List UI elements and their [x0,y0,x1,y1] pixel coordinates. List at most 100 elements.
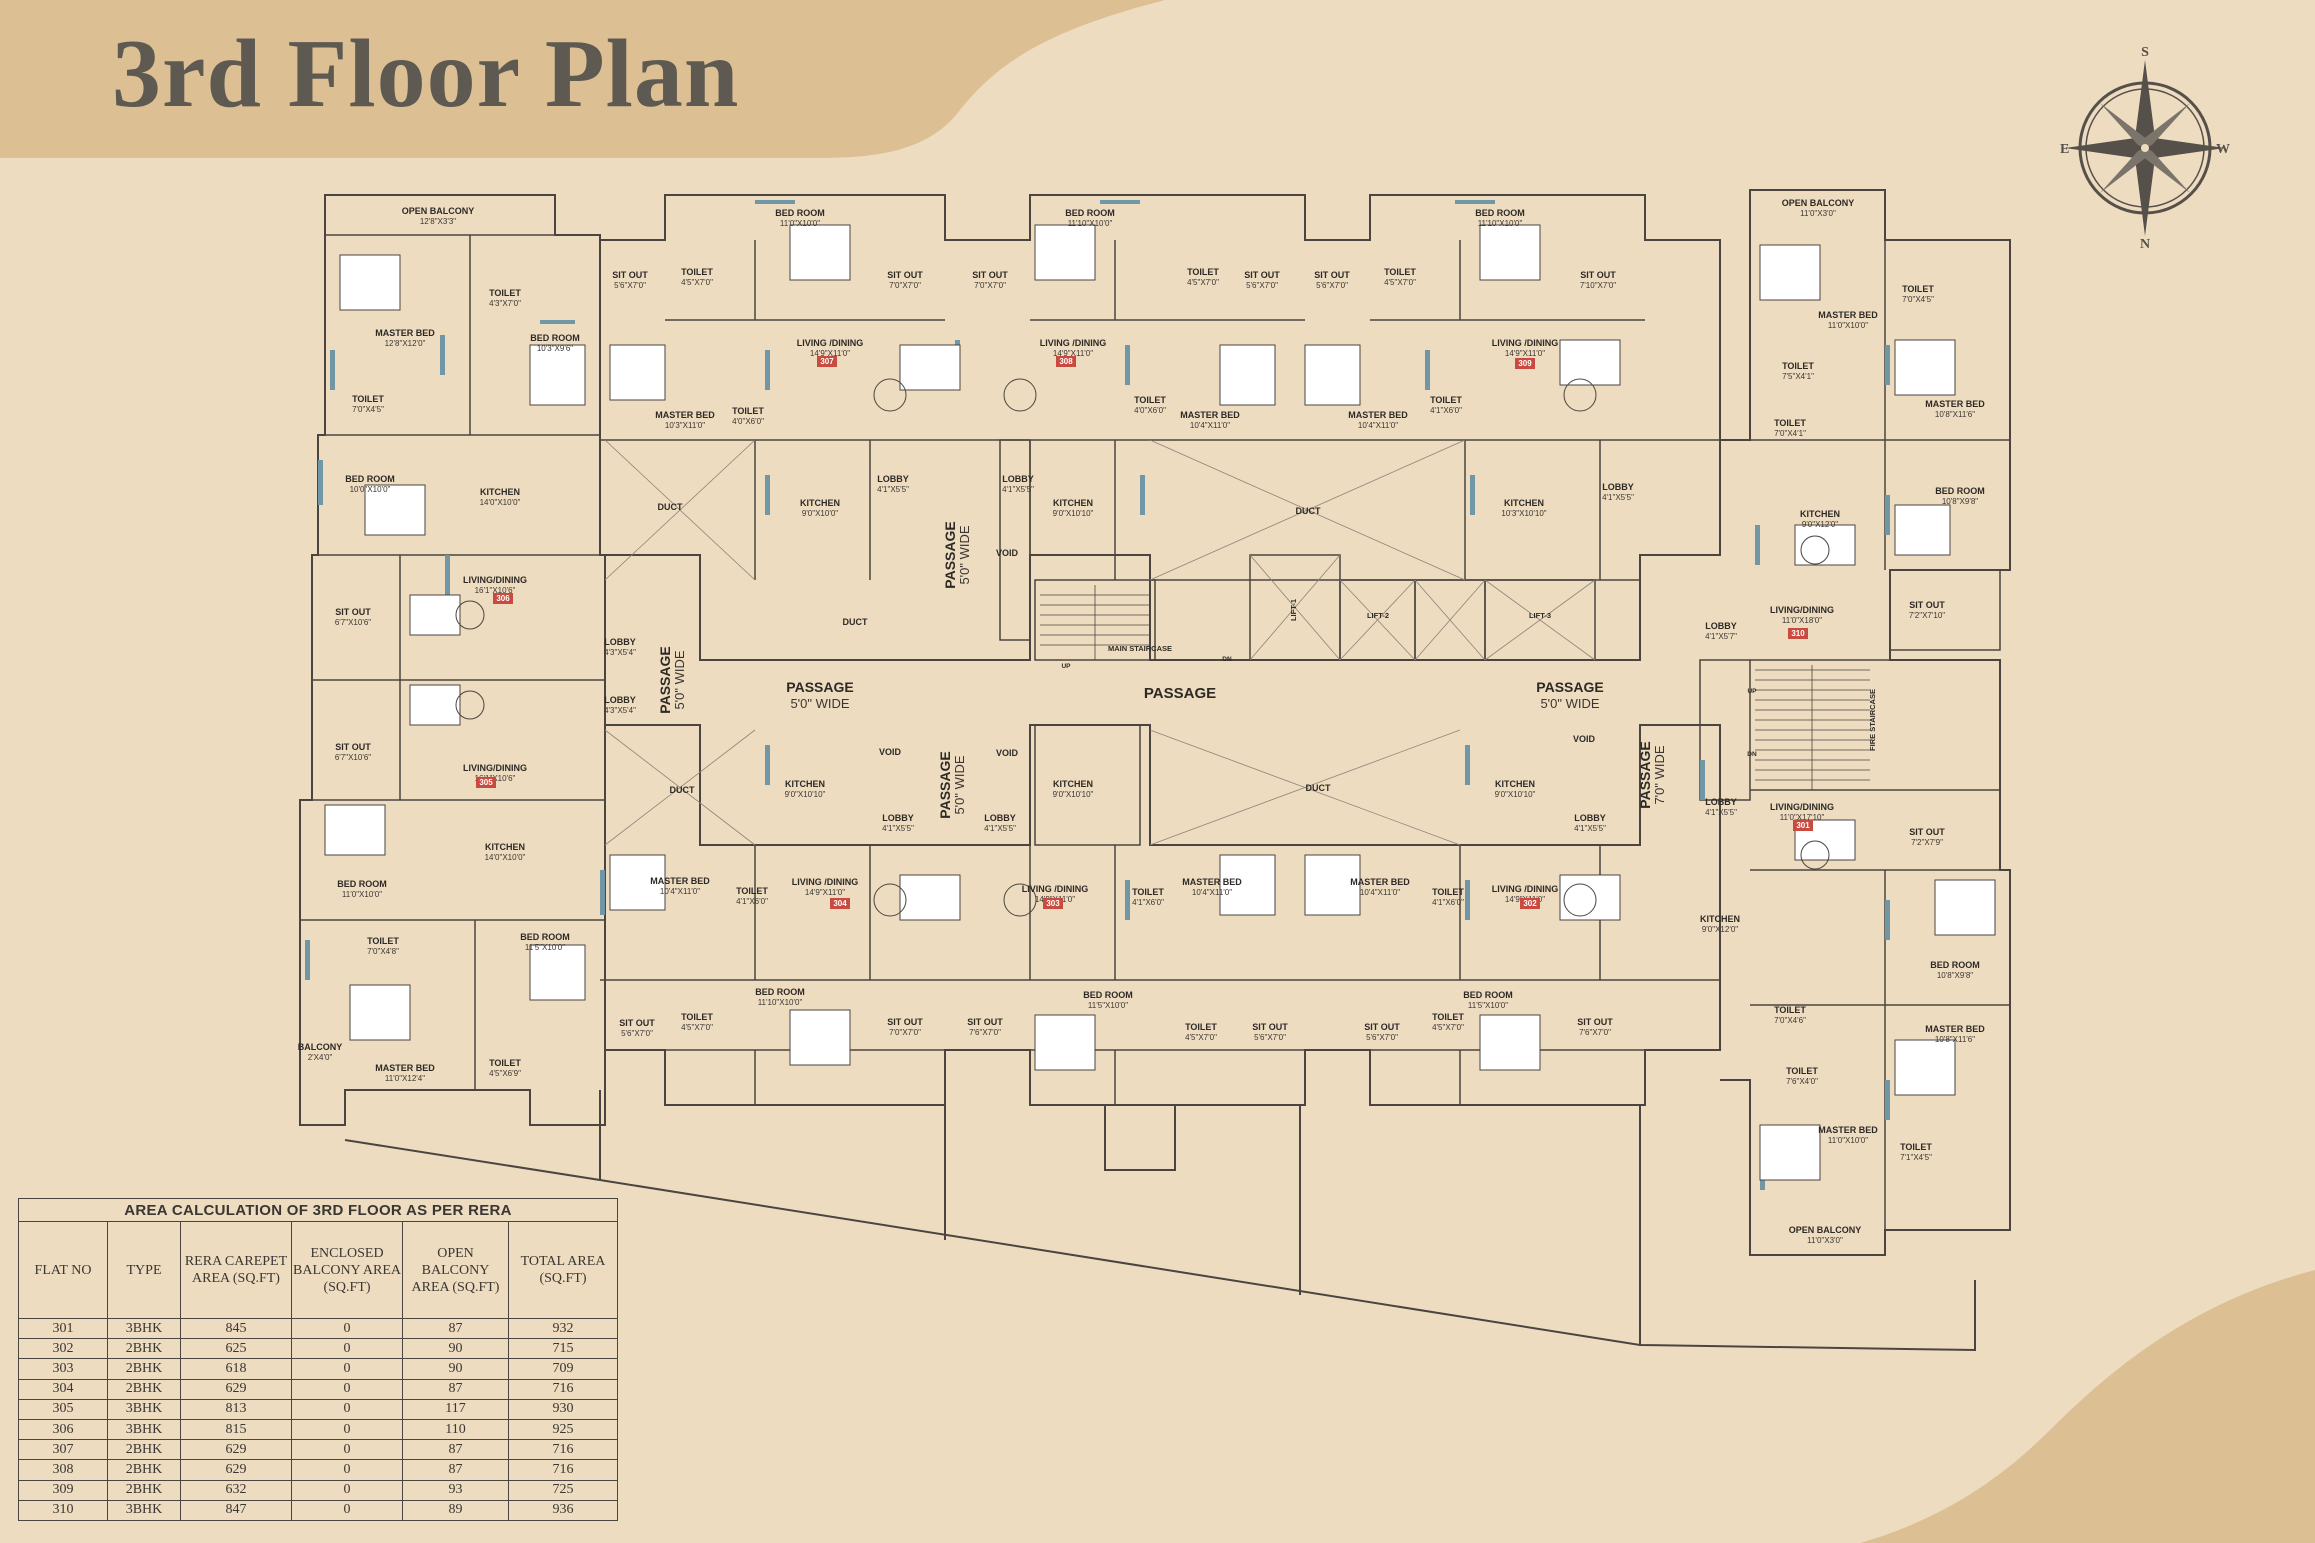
room-name: LOBBY [1002,474,1034,484]
room-size: 4'0"X6'0" [1134,406,1166,415]
table-cell: 301 [18,1317,108,1340]
table-cell: 629 [180,1378,292,1400]
room-size: 4'1"X6'0" [1432,898,1464,907]
table-cell: 0 [291,1317,403,1340]
room-name: TOILET [1900,1142,1932,1152]
room-size: 7'0"X7'0" [974,281,1006,290]
room-label: DUCT [843,617,868,627]
room-name: BED ROOM [1935,486,1985,496]
room-size: 4'1"X6'0" [1430,406,1462,415]
room-name: OPEN BALCONY [1789,1225,1862,1235]
flat-badge-302: 302 [1520,898,1540,909]
room-size: 4'1"X6'0" [1132,898,1164,907]
room-size: 4'1"X5'5" [1705,808,1737,817]
room-name: KITCHEN [1800,509,1840,519]
room-name: BED ROOM [775,208,825,218]
table-cell: 716 [508,1459,618,1481]
flat-badge-309: 309 [1515,358,1535,369]
room-name: BED ROOM [1065,208,1115,218]
room-name: SIT OUT [1314,270,1350,280]
table-cell: 3BHK [107,1499,181,1521]
main-stair-up-label: UP [1061,663,1071,670]
room-size: 10'4"X11'0" [1190,421,1230,430]
table-cell: 3BHK [107,1398,181,1420]
flat-badge-301: 301 [1793,820,1813,831]
passage-v4-label: PASSAGE [657,646,673,713]
room-label: VOID [996,548,1019,558]
table-cell: 2BHK [107,1338,181,1360]
room-size: 10'0"X10'0" [350,485,391,494]
room-size: 4'1"X5'5" [1602,493,1634,502]
room-label: DUCT [1296,506,1321,516]
room-size: 5'6"X7'0" [1246,281,1278,290]
room-name: SIT OUT [887,270,923,280]
room-size: 7'0"X4'5" [1902,295,1934,304]
room-size: 11'0"X17'10" [1780,813,1825,822]
rera-area-table: AREA CALCULATION OF 3RD FLOOR AS PER RER… [18,1198,618,1521]
room-name: MASTER BED [1182,877,1242,887]
room-size: 11'0"X10'0" [1828,321,1868,330]
table-cell: 0 [291,1358,403,1380]
flat-badge-304: 304 [830,898,850,909]
flat-number: 303 [1046,899,1060,908]
page-title: 3rd Floor Plan [112,20,740,128]
flat-number: 308 [1059,357,1073,366]
room-size: 10'3"X11'0" [665,421,705,430]
room-size: 11'10"X10'0" [758,998,803,1007]
room-name: TOILET [1187,267,1219,277]
room-name: KITCHEN [1053,498,1093,508]
room-name: MASTER BED [1818,310,1878,320]
flat-number: 309 [1518,359,1532,368]
room-name: SIT OUT [1909,600,1945,610]
room-name: MASTER BED [1350,877,1410,887]
room-name: BED ROOM [345,474,395,484]
room-name: KITCHEN [485,842,525,852]
table-cell: 618 [180,1358,292,1380]
room-name: MASTER BED [375,328,435,338]
room-size: 14'9"X11'0" [1053,349,1093,358]
table-cell: 716 [508,1378,618,1400]
room-size: 5'6"X7'0" [614,281,646,290]
fire-staircase-drawing [1755,665,1870,790]
room-size: 9'0"X10'10" [1053,509,1094,518]
room-size: 7'6"X4'0" [1786,1077,1818,1086]
room-name: TOILET [1384,267,1416,277]
area-table-caption: AREA CALCULATION OF 3RD FLOOR AS PER RER… [18,1198,618,1222]
table-cell: 303 [18,1358,108,1380]
table-cell: 625 [180,1338,292,1360]
room-name: LIVING /DINING [797,338,864,348]
table-cell: 932 [508,1317,618,1340]
room-name: KITCHEN [1495,779,1535,789]
table-cell: 302 [18,1338,108,1360]
room-size: 10'4"X11'0" [660,887,700,896]
table-cell: 308 [18,1459,108,1481]
room-name: DUCT [1296,506,1321,516]
room-name: SIT OUT [1244,270,1280,280]
room-name: TOILET [1782,361,1814,371]
flat-number: 304 [833,899,847,908]
flat-number: 301 [1796,821,1810,830]
flat-number: 302 [1523,899,1537,908]
room-size: 7'2"X7'10" [1909,611,1945,620]
